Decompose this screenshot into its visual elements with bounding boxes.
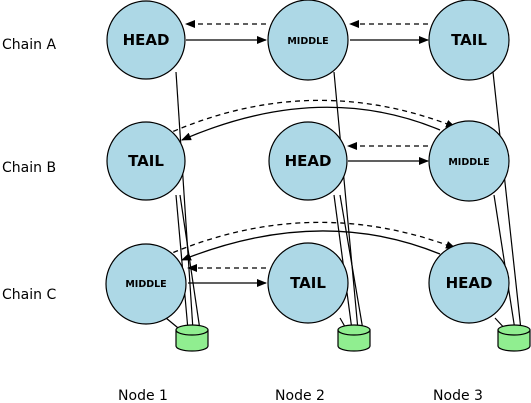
disk-link xyxy=(492,71,522,331)
node-role-label: TAIL xyxy=(290,274,326,292)
node-circle xyxy=(267,242,349,324)
disk-link xyxy=(333,71,359,331)
database-cylinder-icon xyxy=(337,324,371,352)
node-circle xyxy=(428,0,510,81)
chain-label-c: Chain C xyxy=(2,287,56,303)
ack-arrow-wrap xyxy=(164,221,456,257)
disk-link xyxy=(175,194,189,331)
node-circle xyxy=(267,0,349,81)
node-column-label-3: Node 3 xyxy=(433,388,483,403)
forward-arrow-wrap xyxy=(181,230,441,261)
node-circle xyxy=(106,0,186,80)
forward-arrow-wrap xyxy=(181,106,441,141)
node-role-label: MIDDLE xyxy=(287,36,328,47)
chain-label-a: Chain A xyxy=(2,37,56,53)
database-cylinder-icon xyxy=(497,324,531,352)
chain-a-arrows xyxy=(185,20,429,44)
node-circle xyxy=(428,120,510,202)
disk-link xyxy=(179,194,201,331)
node-role-label: MIDDLE xyxy=(448,157,489,168)
chain-label-b: Chain B xyxy=(2,160,56,176)
node-circle xyxy=(105,243,187,325)
node-role-label: MIDDLE xyxy=(125,279,166,290)
chain-b-row: TAIL HEAD MIDDLE xyxy=(106,120,510,202)
ack-arrow-wrap xyxy=(164,99,456,136)
disk-link xyxy=(339,194,364,331)
database-cylinder-icon xyxy=(175,324,209,352)
chain-c-row: MIDDLE TAIL HEAD xyxy=(105,242,510,325)
disk-link xyxy=(175,71,194,331)
node-role-label: HEAD xyxy=(123,31,170,49)
node-role-label: HEAD xyxy=(446,274,493,292)
node-circle xyxy=(106,121,186,201)
node-role-label: TAIL xyxy=(451,31,487,49)
node-role-label: HEAD xyxy=(285,152,332,170)
node-circle xyxy=(268,121,348,201)
disk-link xyxy=(493,194,516,331)
chain-a-row: HEAD MIDDLE TAIL xyxy=(106,0,510,81)
node-circle xyxy=(428,242,510,324)
chain-c-arrows xyxy=(164,221,456,287)
chain-b-arrows xyxy=(164,99,456,165)
node-column-label-1: Node 1 xyxy=(118,388,168,403)
node-column-label-2: Node 2 xyxy=(275,388,325,403)
node-role-label: TAIL xyxy=(128,152,164,170)
